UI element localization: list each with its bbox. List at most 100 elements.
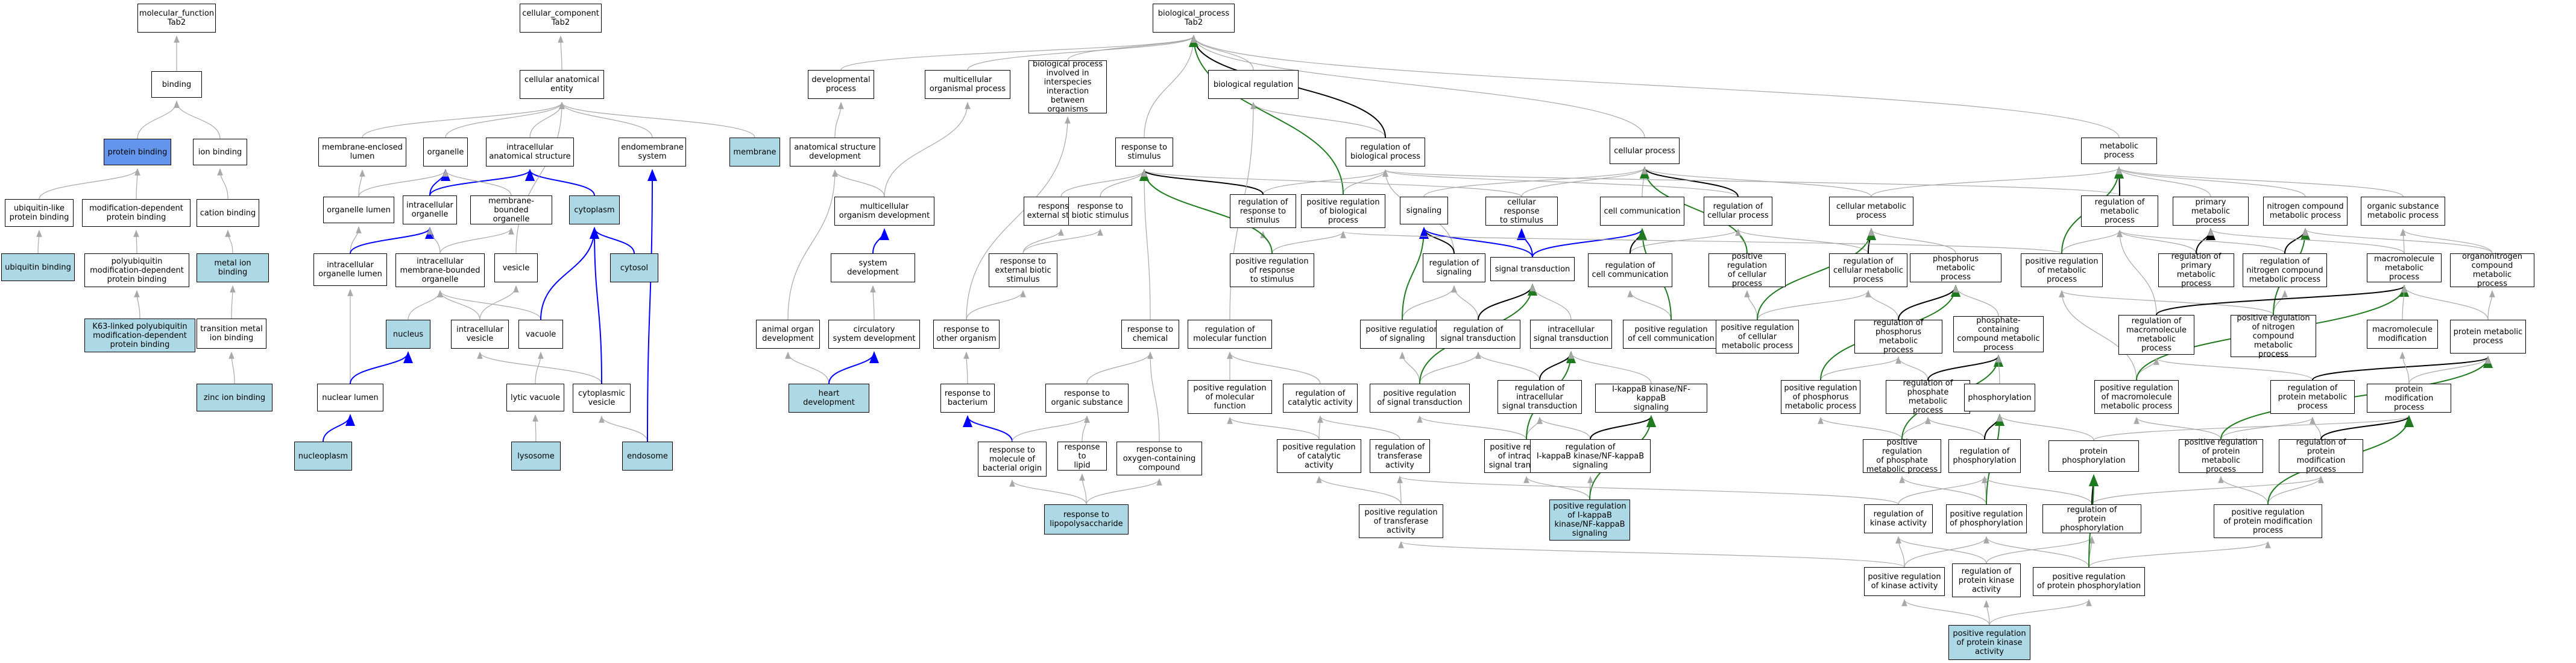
node-cellular-metabolic-process[interactable]: cellular metabolic process	[1829, 197, 1913, 226]
node-regulation-of-protein-modification-process[interactable]: regulation of protein modification proce…	[2279, 438, 2363, 474]
node-cc-tab2[interactable]: cellular_component Tab2	[520, 4, 602, 33]
node-ikappab-nfkappab-signaling[interactable]: I-kappaB kinase/NF-kappaB signaling	[1595, 384, 1707, 413]
node-nuclear-lumen[interactable]: nuclear lumen	[317, 384, 383, 411]
node-zinc-ion-binding[interactable]: zinc ion binding	[197, 384, 272, 411]
node-positive-regulation-of-kinase-activity[interactable]: positive regulation of kinase activity	[1864, 567, 1945, 596]
node-regulation-of-metabolic-process[interactable]: regulation of metabolic process	[2081, 195, 2158, 227]
node-bp-interspecies-interaction[interactable]: biological process involved in interspec…	[1028, 60, 1107, 114]
node-protein-modification-process[interactable]: protein modification process	[2367, 384, 2451, 413]
node-endosome[interactable]: endosome	[622, 442, 673, 471]
node-response-to-chemical[interactable]: response to chemical	[1121, 320, 1179, 349]
node-intracellular-membrane-bounded-organelle[interactable]: intracellular membrane-bounded organelle	[395, 253, 485, 287]
node-positive-regulation-of-phosphorus-metabolic-process[interactable]: positive regulation of phosphorus metabo…	[1781, 380, 1860, 414]
node-signaling[interactable]: signaling	[1400, 197, 1448, 224]
node-regulation-of-cell-communication[interactable]: regulation of cell communication	[1588, 253, 1672, 287]
node-cellular-anatomical-entity[interactable]: cellular anatomical entity	[520, 70, 604, 99]
node-response-to-other-organism[interactable]: response to other organism	[933, 320, 1000, 349]
node-bp-tab2[interactable]: biological_process Tab2	[1153, 4, 1235, 33]
node-cellular-process[interactable]: cellular process	[1610, 138, 1680, 164]
node-response-to-oxygen-containing-compound[interactable]: response to oxygen-containing compound	[1116, 442, 1202, 475]
node-organelle-lumen[interactable]: organelle lumen	[323, 197, 394, 223]
node-positive-regulation-of-catalytic-activity[interactable]: positive regulation of catalytic activit…	[1277, 439, 1361, 473]
node-regulation-of-protein-kinase-activity[interactable]: regulation of protein kinase activity	[1952, 563, 2021, 597]
node-positive-regulation-of-signaling[interactable]: positive regulation of signaling	[1360, 320, 1444, 349]
node-positive-regulation-of-signal-transduction[interactable]: positive regulation of signal transducti…	[1370, 384, 1470, 413]
node-regulation-of-response-to-stimulus[interactable]: regulation of response to stimulus	[1230, 194, 1296, 228]
node-intracellular-anatomical-structure[interactable]: intracellular anatomical structure	[486, 138, 574, 167]
node-regulation-of-intracellular-signal-transduction[interactable]: regulation of intracellular signal trans…	[1497, 380, 1582, 414]
node-animal-organ-development[interactable]: animal organ development	[756, 320, 820, 349]
node-positive-regulation-of-transferase-activity[interactable]: positive regulation of transferase activ…	[1359, 504, 1443, 538]
node-regulation-of-signal-transduction[interactable]: regulation of signal transduction	[1436, 320, 1520, 349]
node-protein-phosphorylation[interactable]: protein phosphorylation	[2049, 440, 2139, 472]
node-organonitrogen-compound-metabolic-process[interactable]: organonitrogen compound metabolic proces…	[2450, 252, 2534, 288]
node-positive-regulation-of-protein-phosphorylation[interactable]: positive regulation of protein phosphory…	[2033, 567, 2145, 596]
node-polyubiquitin-binding[interactable]: polyubiquitin modification-dependent pro…	[84, 253, 189, 287]
node-anatomical-structure-development[interactable]: anatomical structure development	[790, 138, 880, 167]
node-regulation-of-nitrogen-compound-metabolic-process[interactable]: regulation of nitrogen compound metaboli…	[2243, 253, 2327, 287]
node-positive-regulation-of-metabolic-process[interactable]: positive regulation of metabolic process	[2021, 253, 2103, 287]
node-membrane-enclosed-lumen[interactable]: membrane-enclosed lumen	[318, 138, 406, 167]
node-regulation-of-protein-metabolic-process[interactable]: regulation of protein metabolic process	[2270, 380, 2355, 414]
node-membrane[interactable]: membrane	[729, 138, 780, 167]
node-regulation-of-catalytic-activity[interactable]: regulation of catalytic activity	[1283, 384, 1358, 413]
node-regulation-of-kinase-activity[interactable]: regulation of kinase activity	[1864, 504, 1933, 533]
node-cytosol[interactable]: cytosol	[610, 253, 658, 282]
node-multicellular-organismal-process[interactable]: multicellular organismal process	[925, 70, 1010, 99]
node-intracellular-organelle[interactable]: intracellular organelle	[403, 195, 457, 224]
node-metal-ion-binding[interactable]: metal ion binding	[197, 253, 269, 282]
node-vacuole[interactable]: vacuole	[518, 320, 563, 349]
node-regulation-of-ikappab-nfkappab-signaling[interactable]: regulation of I-kappaB kinase/NF-kappaB …	[1530, 439, 1651, 473]
node-nucleus[interactable]: nucleus	[386, 320, 430, 349]
node-response-to-lipid[interactable]: response to lipid	[1057, 442, 1107, 471]
node-positive-regulation-of-biological-process[interactable]: positive regulation of biological proces…	[1301, 194, 1385, 228]
node-response-to-lipopolysaccharide[interactable]: response to lipopolysaccharide	[1044, 504, 1129, 535]
node-positive-regulation-of-cellular-metabolic-process[interactable]: positive regulation of cellular metaboli…	[1716, 320, 1799, 354]
node-response-to-bacterium[interactable]: response to bacterium	[940, 384, 995, 413]
node-nucleoplasm[interactable]: nucleoplasm	[294, 442, 352, 471]
node-macromolecule-modification[interactable]: macromolecule modification	[2367, 320, 2438, 349]
node-cytoplasm[interactable]: cytoplasm	[569, 195, 620, 224]
node-binding[interactable]: binding	[151, 71, 202, 98]
node-regulation-of-biological-process[interactable]: regulation of biological process	[1346, 138, 1425, 167]
node-signal-transduction[interactable]: signal transduction	[1490, 257, 1575, 281]
node-lytic-vacuole[interactable]: lytic vacuole	[506, 384, 564, 411]
node-cell-communication[interactable]: cell communication	[1600, 197, 1684, 226]
node-regulation-of-signaling[interactable]: regulation of signaling	[1423, 253, 1485, 282]
node-cation-binding[interactable]: cation binding	[197, 199, 259, 227]
node-membrane-bounded-organelle[interactable]: membrane-bounded organelle	[470, 195, 552, 224]
node-phosphorus-metabolic-process[interactable]: phosphorus metabolic process	[1910, 253, 2001, 282]
node-positive-regulation-of-macromolecule-metabolic-process[interactable]: positive regulation of macromolecule met…	[2094, 380, 2179, 414]
node-protein-metabolic-process[interactable]: protein metabolic process	[2450, 320, 2526, 354]
node-positive-regulation-of-molecular-function[interactable]: positive regulation of molecular functio…	[1188, 380, 1272, 414]
node-regulation-of-cellular-metabolic-process[interactable]: regulation of cellular metabolic process	[1829, 253, 1907, 287]
node-regulation-of-phosphorus-metabolic-process[interactable]: regulation of phosphorus metabolic proce…	[1854, 319, 1942, 355]
node-response-to-biotic-stimulus[interactable]: response to biotic stimulus	[1068, 197, 1132, 226]
node-modification-dependent-protein-binding[interactable]: modification-dependent protein binding	[82, 199, 191, 227]
node-organelle[interactable]: organelle	[423, 138, 468, 167]
node-system-development[interactable]: system development	[831, 253, 915, 282]
node-response-to-organic-substance[interactable]: response to organic substance	[1045, 384, 1129, 413]
node-macromolecule-metabolic-process[interactable]: macromolecule metabolic process	[2367, 253, 2442, 282]
node-circulatory-system-development[interactable]: circulatory system development	[828, 320, 920, 349]
node-nitrogen-compound-metabolic-process[interactable]: nitrogen compound metabolic process	[2263, 197, 2348, 226]
node-response-to-external-biotic-stimulus[interactable]: response to external biotic stimulus	[989, 253, 1057, 287]
node-organic-substance-metabolic-process[interactable]: organic substance metabolic process	[2361, 197, 2445, 226]
node-regulation-of-macromolecule-metabolic-process[interactable]: regulation of macromolecule metabolic pr…	[2118, 315, 2194, 355]
node-positive-regulation-of-nitrogen-compound-metabolic-process[interactable]: positive regulation of nitrogen compound…	[2231, 314, 2316, 359]
node-ubiquitin-like-protein-binding[interactable]: ubiquitin-like protein binding	[5, 199, 74, 227]
node-regulation-of-molecular-function[interactable]: regulation of molecular function	[1188, 320, 1272, 349]
node-regulation-of-cellular-process[interactable]: regulation of cellular process	[1704, 197, 1772, 226]
node-positive-regulation-of-protein-kinase-activity[interactable]: positive regulation of protein kinase ac…	[1948, 625, 2030, 660]
node-endomembrane-system[interactable]: endomembrane system	[619, 138, 686, 167]
node-regulation-of-primary-metabolic-process[interactable]: regulation of primary metabolic process	[2158, 252, 2234, 288]
node-regulation-of-phosphorylation[interactable]: regulation of phosphorylation	[1948, 439, 2021, 473]
node-positive-regulation-of-phosphorylation[interactable]: positive regulation of phosphorylation	[1946, 504, 2027, 533]
node-positive-regulation-of-protein-metabolic-process[interactable]: positive regulation of protein metabolic…	[2179, 438, 2263, 474]
node-response-to-stimulus[interactable]: response to stimulus	[1115, 138, 1173, 167]
node-vesicle[interactable]: vesicle	[494, 253, 538, 282]
node-positive-regulation-of-phosphate-metabolic-process[interactable]: positive regulation of phosphate metabol…	[1863, 438, 1941, 474]
node-phosphate-containing-compound-metabolic-process[interactable]: phosphate-containing compound metabolic …	[1953, 316, 2044, 352]
node-biological-regulation[interactable]: biological regulation	[1208, 70, 1299, 99]
node-transition-metal-ion-binding[interactable]: transition metal ion binding	[197, 319, 266, 349]
